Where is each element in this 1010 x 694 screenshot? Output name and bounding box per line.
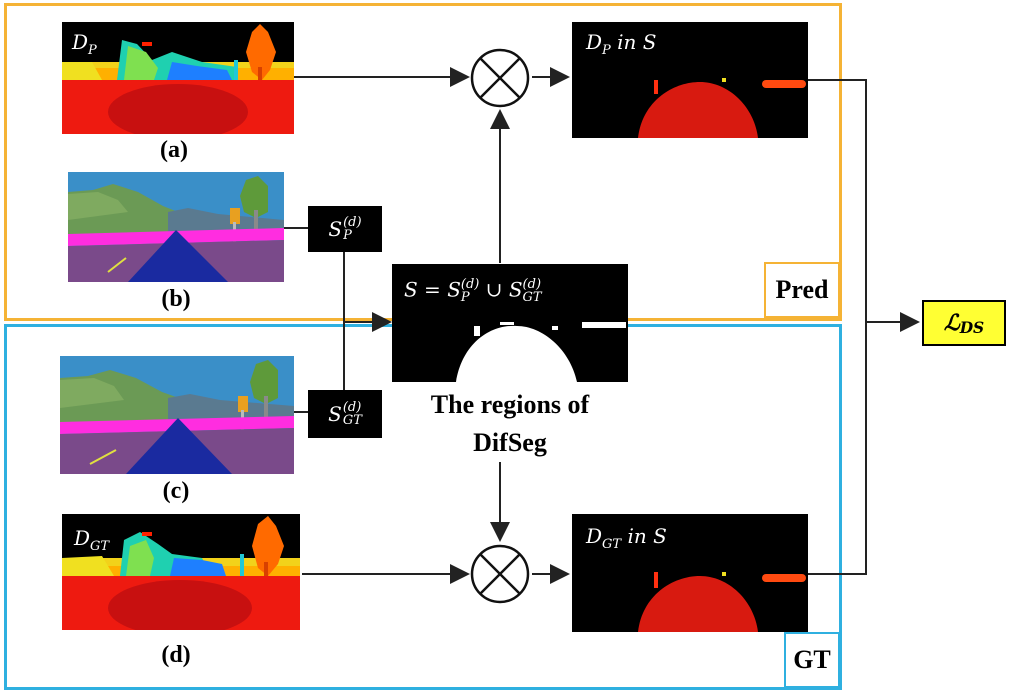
- seg-pred-image: [68, 172, 284, 282]
- seg-gt-image: [60, 356, 294, 474]
- depth-gt-in-s-label: DGT in S: [586, 524, 667, 552]
- difseg-union-image: S = S(d)P ∪ S(d)GT: [392, 264, 628, 382]
- regions-caption: The regions of DifSeg: [392, 386, 628, 462]
- caption-a: (a): [160, 137, 188, 163]
- sp-box: S (d)P: [308, 206, 382, 252]
- regions-line-1: The regions of: [430, 390, 590, 419]
- depth-gt-in-s-image: DGT in S: [572, 514, 808, 632]
- depth-gt-image: DGT: [62, 514, 300, 630]
- multiply-node-bottom: [470, 544, 530, 604]
- depth-pred-label: DP: [72, 30, 97, 58]
- union-formula: S = S(d)P ∪ S(d)GT: [404, 277, 542, 305]
- caption-b: (b): [161, 286, 191, 312]
- sgt-box: S (d)GT: [308, 390, 382, 438]
- depth-gt-label: DGT: [74, 526, 110, 554]
- pred-tag: Pred: [764, 262, 840, 318]
- caption-c: (c): [162, 478, 190, 504]
- line-dgtins-to-loss: [808, 322, 867, 575]
- regions-line-2: DifSeg: [473, 428, 547, 457]
- multiply-node-top: [470, 48, 530, 108]
- gt-tag: GT: [784, 632, 840, 688]
- caption-d: (d): [161, 642, 191, 668]
- depth-pred-in-s-label: DP in S: [586, 30, 657, 58]
- depth-pred-in-s-image: DP in S: [572, 22, 808, 138]
- depth-pred-image: DP: [62, 22, 294, 134]
- line-dpins-to-loss: [808, 79, 867, 322]
